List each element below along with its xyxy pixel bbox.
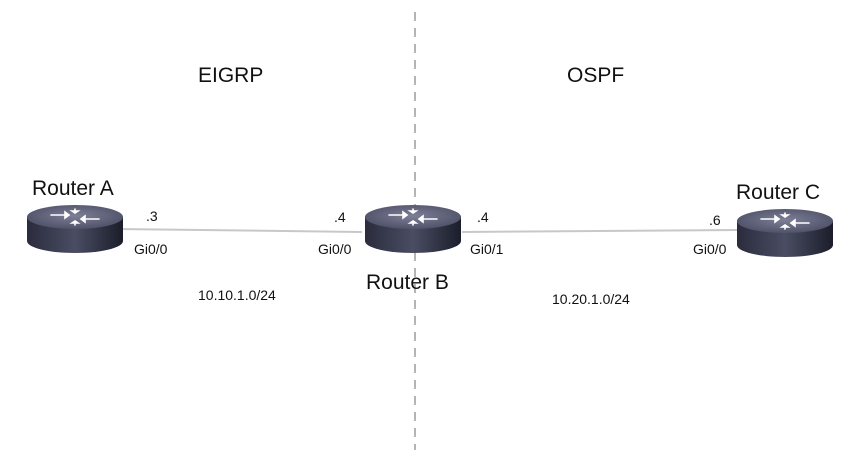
router-b-ip-right: .4	[477, 209, 489, 225]
router-c-interface: Gi0/0	[693, 241, 727, 257]
router-a-interface: Gi0/0	[134, 241, 168, 257]
network-left-label: 10.10.1.0/24	[198, 287, 276, 303]
router-b-ip-left: .4	[334, 209, 346, 225]
router-a-name: Router A	[32, 177, 114, 200]
router-icon	[736, 208, 834, 258]
link-a-b	[117, 228, 363, 233]
ospf-label: OSPF	[567, 64, 625, 87]
router-icon	[364, 204, 462, 254]
router-c-name: Router C	[736, 181, 821, 204]
eigrp-label: EIGRP	[198, 64, 264, 87]
router-c-ip: .6	[709, 212, 721, 228]
router-b-interface-right: Gi0/1	[470, 241, 504, 257]
router-b-name: Router B	[366, 271, 449, 294]
link-b-c	[461, 229, 739, 233]
router-b-interface-left: Gi0/0	[318, 241, 352, 257]
router-a-ip: .3	[146, 208, 158, 224]
router-icon	[26, 204, 124, 254]
network-right-label: 10.20.1.0/24	[552, 291, 630, 307]
